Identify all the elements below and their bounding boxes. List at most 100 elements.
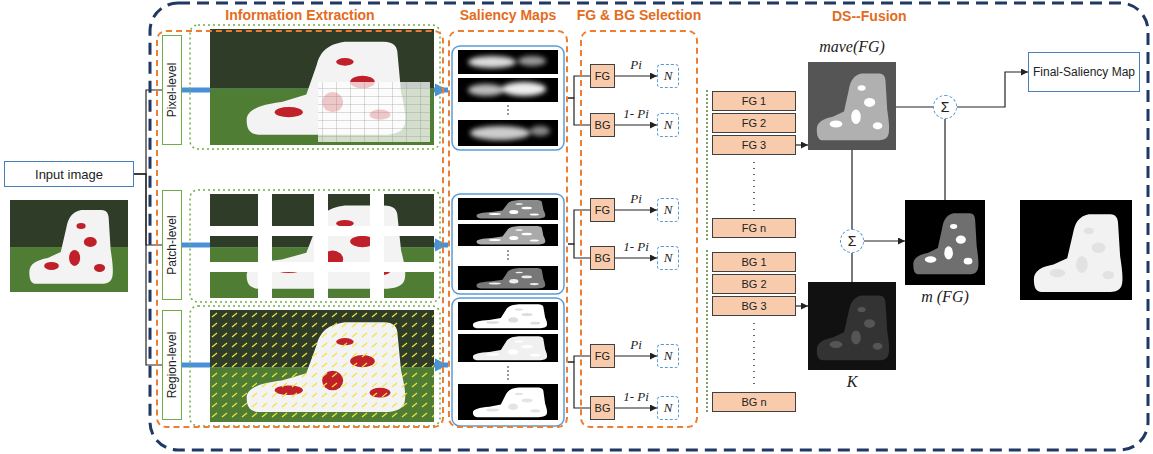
saliency-shape <box>473 336 547 360</box>
norm-box: N <box>657 396 679 420</box>
map-group <box>452 46 564 150</box>
patch-gap <box>209 226 435 236</box>
node-text: FG n <box>742 222 766 234</box>
fusion-shape <box>817 296 889 361</box>
region-flow <box>210 310 434 422</box>
saliency-shape <box>473 388 547 418</box>
connector <box>568 210 590 244</box>
node-text: FG 2 <box>742 117 766 129</box>
connector <box>615 209 657 210</box>
connector <box>568 362 590 408</box>
node-text: BG n <box>741 396 766 408</box>
connector <box>615 75 657 76</box>
final-shape <box>1034 214 1123 292</box>
panel-outline <box>190 190 440 302</box>
saliency-strip <box>458 266 558 290</box>
bg-item: BG n <box>712 392 796 412</box>
panel-outline <box>190 306 440 426</box>
bg-box: BG <box>590 113 615 137</box>
node-text: BG 3 <box>741 300 766 312</box>
level-box: Region-level <box>162 310 182 420</box>
node-text: BG <box>595 252 611 264</box>
connector <box>615 407 657 408</box>
node-text: FG & BG Selection <box>577 7 701 23</box>
saliency-shape <box>473 304 547 328</box>
node-text: FG 3 <box>742 139 766 151</box>
node-text: N <box>664 68 673 84</box>
node-text: Pixel-level <box>165 63 179 118</box>
node-text: Region-level <box>165 332 179 399</box>
stage-region: Information ExtractionPixel-levelPatch-l… <box>156 30 444 428</box>
fg-box: FG <box>590 344 615 368</box>
outer-frame <box>150 3 1148 450</box>
node-text: FG 1 <box>742 95 766 107</box>
node-text: BG <box>595 119 611 131</box>
saliency-strip <box>458 78 558 102</box>
bg-box: BG <box>590 246 615 270</box>
connector <box>615 124 657 125</box>
norm-box: N <box>657 113 679 137</box>
output-box: Final-Saliency Map <box>1028 52 1140 92</box>
edge-label: 1- Pi <box>621 389 651 405</box>
stack-dots <box>508 105 509 117</box>
stack-dots <box>508 366 509 380</box>
stack-outline <box>706 90 708 240</box>
edge-label: Pi <box>628 337 644 353</box>
edge-label: Pi <box>628 191 644 207</box>
node-text: Input image <box>35 167 103 182</box>
edge-label: 1- Pi <box>621 106 651 122</box>
bg-box: BG <box>590 396 615 420</box>
sum-circle: Σ <box>840 229 864 253</box>
panel-outline <box>190 25 440 149</box>
stack-dots <box>753 323 755 386</box>
pixel-table <box>318 82 430 142</box>
norm-box: N <box>657 344 679 368</box>
fg-box: FG <box>590 198 615 222</box>
stack-outline <box>706 250 708 414</box>
saliency-shape <box>477 268 546 288</box>
saliency-strip <box>458 198 558 220</box>
connector <box>568 356 590 362</box>
patch-photo <box>210 194 434 298</box>
connector <box>957 72 1028 107</box>
node-text: Saliency Maps <box>460 7 557 23</box>
stage-heading: DS--Fusion <box>832 8 907 24</box>
saliency-strip <box>458 384 558 420</box>
node-text: FG <box>595 70 610 82</box>
patch-gap <box>209 262 435 272</box>
stack-dots <box>753 162 755 212</box>
level-box: Patch-level <box>162 190 182 300</box>
sum-circle: Σ <box>933 95 957 119</box>
fg-item: FG 2 <box>712 113 796 133</box>
stage-region: Saliency Maps <box>448 30 568 428</box>
saliency-strip <box>458 120 558 146</box>
level-box: Pixel-level <box>162 35 182 145</box>
edge-label: Pi <box>628 57 644 73</box>
node-text: N <box>664 250 673 266</box>
node-text: mave(FG) <box>819 38 885 56</box>
saliency-shape <box>477 226 546 245</box>
saliency-strip <box>458 334 558 362</box>
patch-gap <box>370 193 384 299</box>
connector <box>796 144 808 145</box>
node-text: BG 1 <box>741 256 766 268</box>
stack-dots <box>508 250 509 262</box>
node-text: N <box>664 400 673 416</box>
connector <box>615 257 657 258</box>
saliency-blobs <box>468 56 550 140</box>
input-box: Input image <box>4 161 134 187</box>
fusion-shape <box>817 74 889 141</box>
connector <box>568 76 590 98</box>
saliency-strip <box>458 224 558 246</box>
region-photo <box>210 310 434 422</box>
fg-box: FG <box>590 64 615 88</box>
node-text: Σ <box>941 99 950 115</box>
connector <box>568 98 590 125</box>
node-text: N <box>664 348 673 364</box>
node-text: FG <box>595 350 610 362</box>
connector <box>851 150 852 229</box>
map-group <box>452 298 564 426</box>
pixel-photo <box>210 29 434 145</box>
